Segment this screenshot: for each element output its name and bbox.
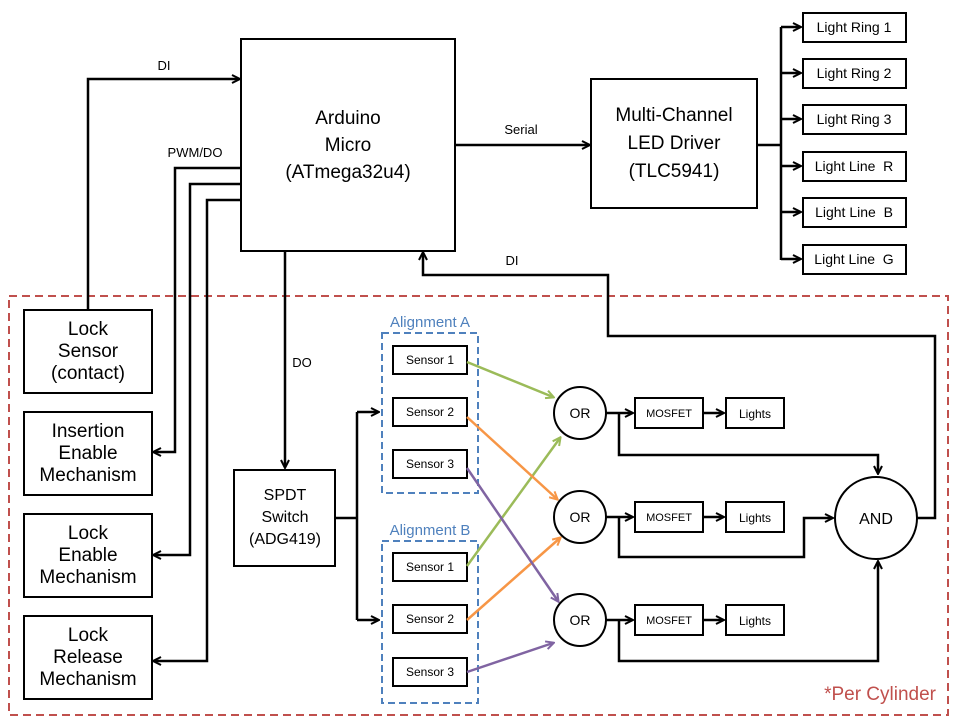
do-label: DO: [292, 355, 312, 370]
lock-release-line1: Lock: [68, 625, 109, 646]
lights-3-label: Lights: [739, 614, 771, 628]
alignment-a-group: [381, 332, 479, 494]
purple-wire-b3: [466, 643, 553, 674]
green-wire-a1: [466, 360, 553, 397]
spdt-output-bus: [335, 412, 359, 620]
mosfet-2-label: MOSFET: [646, 512, 692, 524]
alignment-a-title: Alignment A: [390, 314, 470, 331]
purple-wire-a3: [465, 467, 558, 601]
lock-sensor-block: [23, 309, 153, 394]
insertion-line2: Enable: [58, 443, 117, 464]
mosfet-1-label: MOSFET: [646, 408, 692, 420]
align-b-sensor-3-label: Sensor 3: [406, 665, 454, 679]
arduino-line3: (ATmega32u4): [285, 162, 410, 183]
align-a-sensor-1-box: [392, 345, 468, 375]
pwm-do-label: PWM/DO: [168, 145, 223, 160]
arduino-line2: Micro: [325, 135, 371, 156]
mosfet-2-box: [634, 501, 704, 533]
lock-enable-line3: Mechanism: [39, 567, 136, 588]
lock-release-block: [23, 615, 153, 700]
light-line-r-label: Light Line R: [815, 158, 894, 174]
light-line-b-box: [802, 197, 907, 228]
lock-sensor-line3: (contact): [51, 363, 125, 384]
or1-to-and-wire: [617, 413, 878, 473]
lights-1-box: [725, 397, 785, 429]
output-arrows: [781, 27, 800, 259]
lock-release-line3: Mechanism: [39, 669, 136, 690]
per-cylinder-region: [8, 295, 949, 716]
or3-to-and-wire: [617, 562, 878, 663]
led-driver-line1: Multi-Channel: [615, 105, 732, 126]
spdt-line1: SPDT: [264, 487, 307, 504]
mosfet-1-box: [634, 397, 704, 429]
and-di-wire: [423, 253, 937, 520]
align-a-sensor-3-box: [392, 449, 468, 479]
or2-to-and-wire: [617, 517, 832, 559]
arduino-line1: Arduino: [315, 108, 381, 129]
and-gate-label: AND: [859, 511, 893, 528]
align-a-sensor-3-label: Sensor 3: [406, 457, 454, 471]
light-ring-1-label: Light Ring 1: [817, 19, 892, 35]
lock-enable-line2: Enable: [58, 545, 117, 566]
lock-sensor-di-wire: [86, 79, 239, 310]
di-right-label: DI: [506, 253, 519, 268]
arduino-block: [240, 38, 456, 252]
align-a-sensor-2-label: Sensor 2: [406, 405, 454, 419]
lights-3-box: [725, 604, 785, 636]
insertion-line3: Mechanism: [39, 465, 136, 486]
light-line-g-label: Light Line G: [814, 251, 893, 267]
light-ring-2-box: [802, 58, 907, 89]
light-ring-3-box: [802, 104, 907, 135]
lights-2-box: [725, 501, 785, 533]
led-driver-line2: LED Driver: [628, 133, 722, 154]
output-bus: [757, 27, 783, 260]
align-b-sensor-1-label: Sensor 1: [406, 560, 454, 574]
light-ring-3-label: Light Ring 3: [817, 111, 892, 127]
align-a-sensor-1-label: Sensor 1: [406, 353, 454, 367]
or-gate-2-label: OR: [570, 509, 591, 525]
lock-enable-block: [23, 513, 153, 598]
alignment-b-group: [381, 540, 479, 704]
serial-label: Serial: [504, 122, 537, 137]
green-wire-b1: [465, 438, 560, 567]
led-driver-line3: (TLC5941): [629, 161, 720, 182]
mosfet-3-box: [634, 604, 704, 636]
per-cylinder-label: *Per Cylinder: [824, 684, 937, 705]
lock-sensor-line2: Sensor: [58, 341, 119, 362]
insertion-line1: Insertion: [52, 421, 125, 442]
spdt-line3: (ADG419): [249, 531, 321, 548]
insertion-wire: [154, 166, 241, 452]
lock-release-wire: [154, 198, 241, 661]
light-line-b-label: Light Line B: [815, 204, 893, 220]
mosfet-3-label: MOSFET: [646, 615, 692, 627]
orange-wire-b2: [466, 538, 560, 621]
lights-1-label: Lights: [739, 407, 771, 421]
align-b-sensor-1-box: [392, 552, 468, 582]
lock-release-line2: Release: [53, 647, 123, 668]
lock-enable-wire: [154, 182, 241, 555]
output-boxes: Light Ring 1 Light Ring 2 Light Ring 3 L…: [802, 12, 907, 275]
orange-wire-a2: [466, 416, 557, 499]
spdt-switch-block: [233, 469, 336, 567]
or-gate-3-label: OR: [570, 612, 591, 628]
lights-2-label: Lights: [739, 511, 771, 525]
di-top-label: DI: [158, 58, 171, 73]
spdt-line2: Switch: [261, 509, 308, 526]
align-a-sensor-2-box: [392, 397, 468, 427]
lock-sensor-line1: Lock: [68, 319, 109, 340]
alignment-b-title: Alignment B: [390, 522, 471, 539]
light-ring-1-box: [802, 12, 907, 43]
led-driver-block: [590, 78, 758, 209]
lock-enable-line1: Lock: [68, 523, 109, 544]
or-gate-1-label: OR: [570, 405, 591, 421]
light-ring-2-label: Light Ring 2: [817, 65, 892, 81]
light-line-g-box: [802, 244, 907, 275]
light-line-r-box: [802, 151, 907, 182]
align-b-sensor-2-label: Sensor 2: [406, 612, 454, 626]
